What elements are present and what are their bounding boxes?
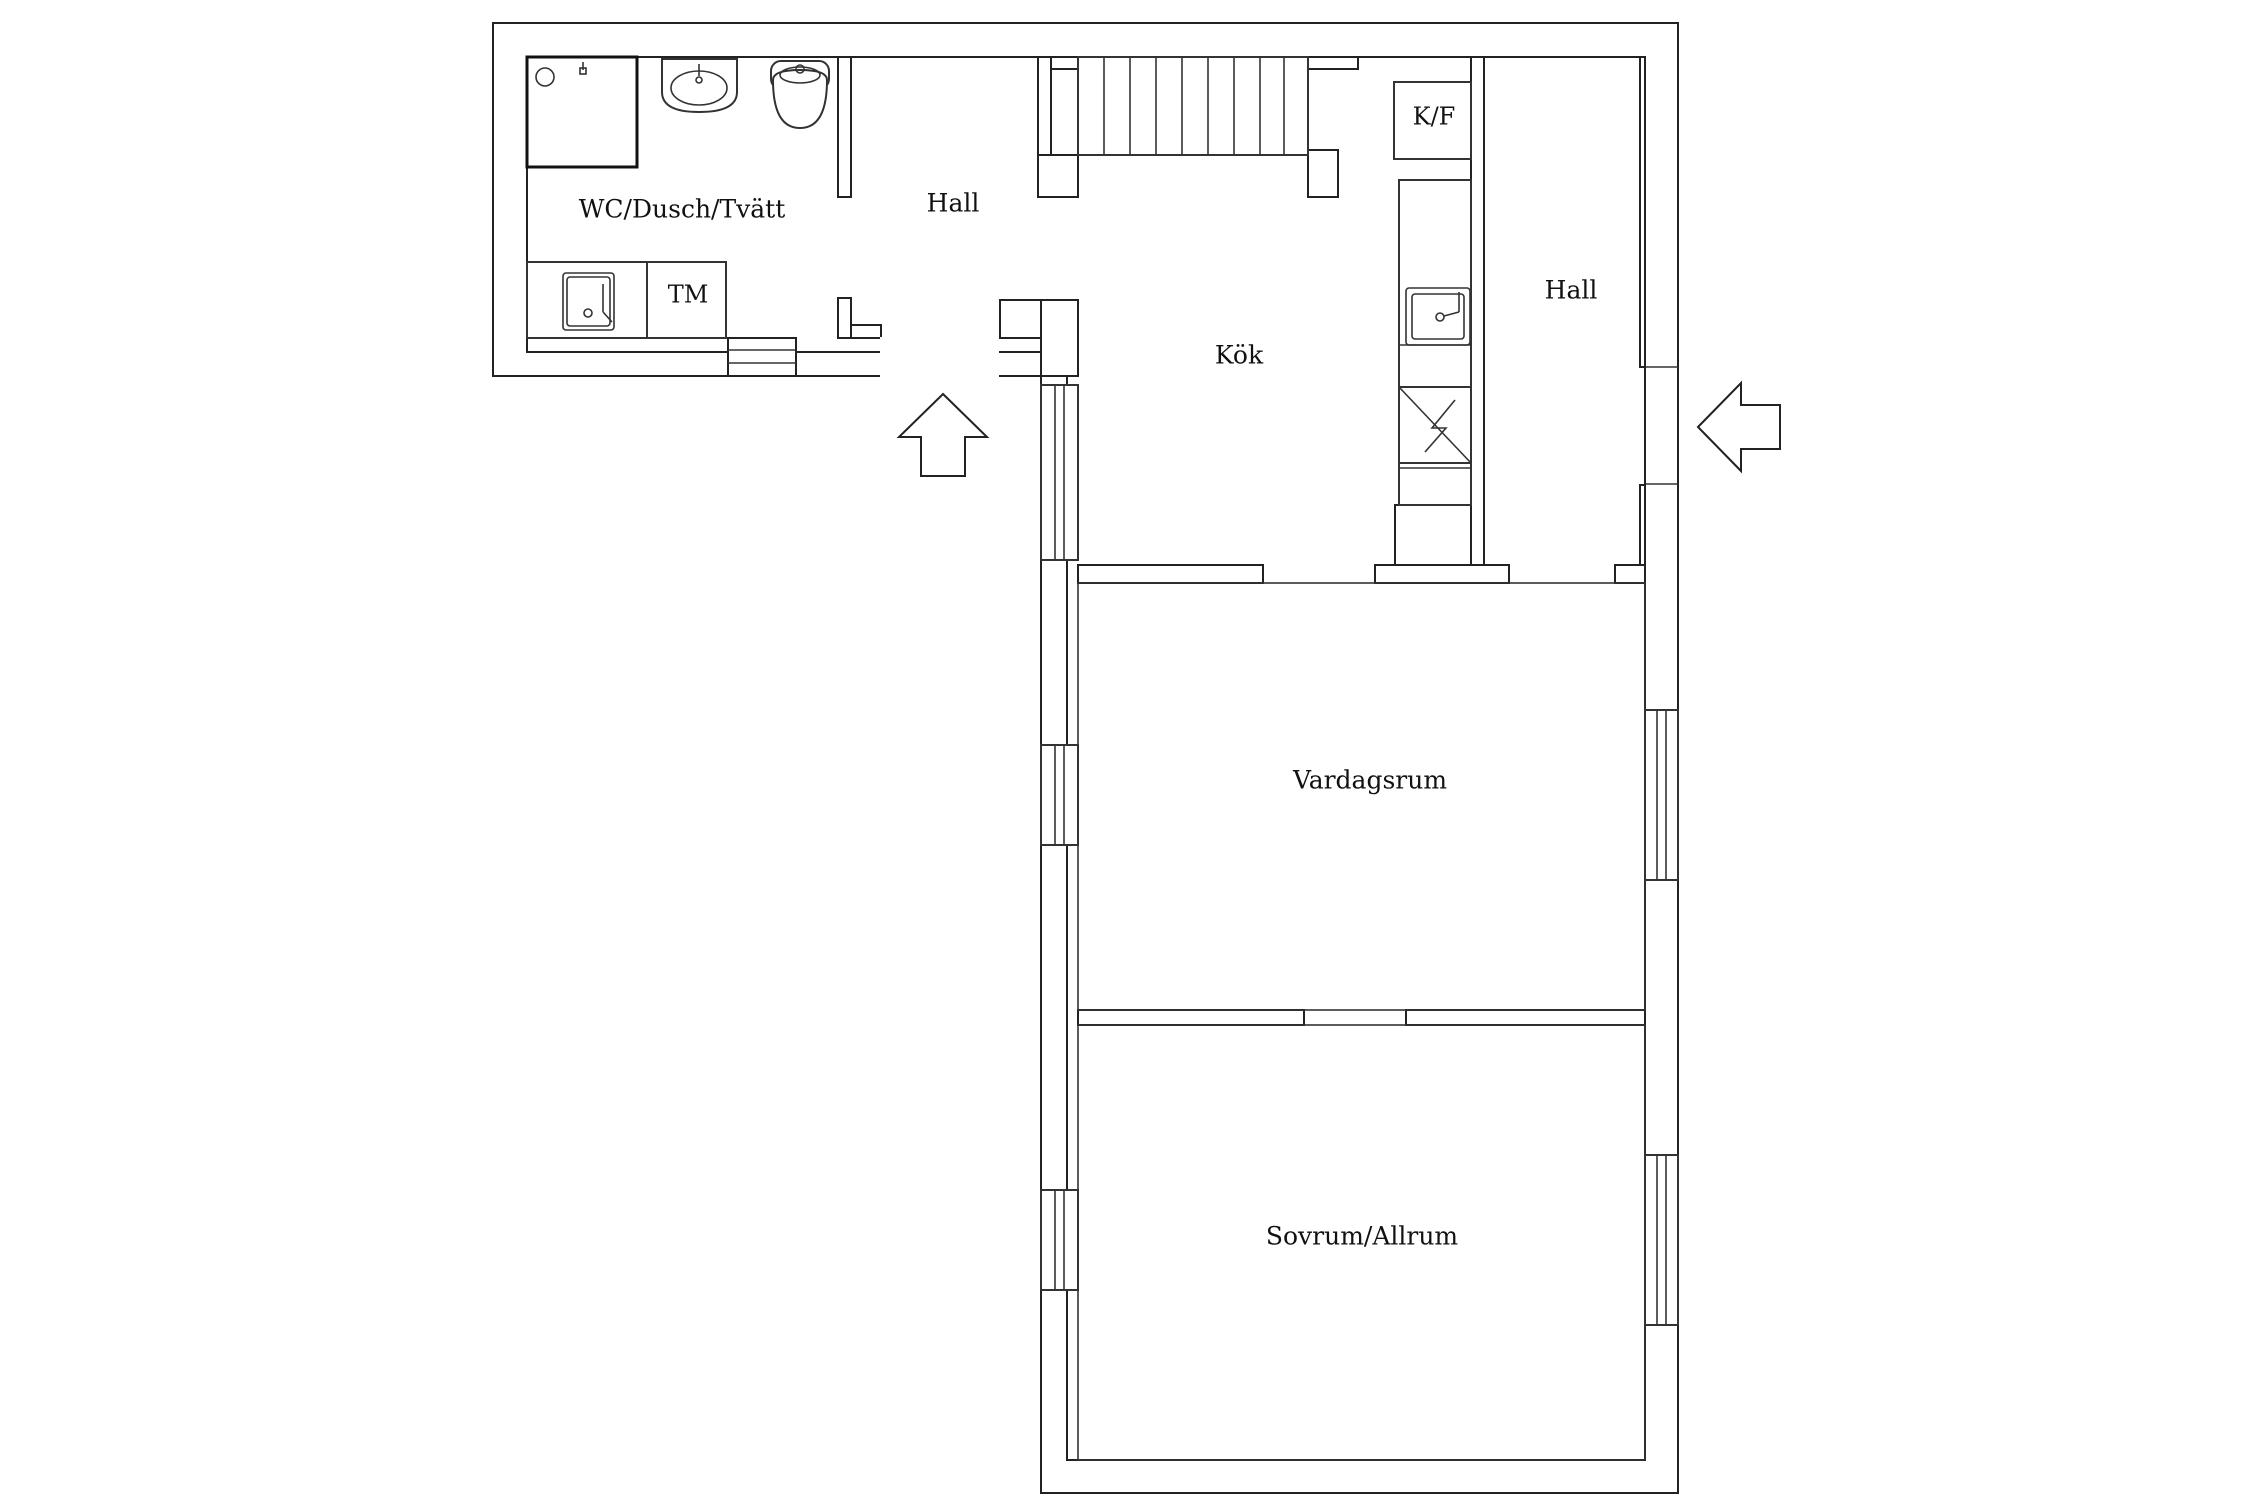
window-left-kitchen [1040, 384, 1079, 561]
door-openings [880, 337, 1678, 485]
kitchen-sink-icon [1405, 287, 1471, 346]
outer-wall [492, 22, 1679, 1494]
room-label-hall-right: Hall [1545, 276, 1598, 305]
room-label-sovrum: Sovrum/Allrum [1266, 1222, 1459, 1251]
entrance-arrow-up-icon [896, 392, 990, 477]
kf-box [1393, 81, 1472, 160]
shower-icon [525, 55, 639, 169]
window-right-bedroom [1644, 1154, 1679, 1326]
room-label-hall-upper: Hall [927, 189, 980, 218]
stove-icon [1398, 386, 1472, 464]
window-left-living [1040, 744, 1079, 846]
room-label-tm: TM [668, 281, 709, 309]
window-right-living [1644, 709, 1679, 881]
room-label-vardagsrum: Vardagsrum [1292, 766, 1447, 795]
room-label-wc: WC/Dusch/Tvätt [579, 195, 786, 224]
room-label-kok: Kök [1215, 341, 1264, 370]
toilet-icon [770, 60, 830, 130]
room-label-kf: K/F [1413, 103, 1456, 131]
washbasin-icon [661, 58, 738, 114]
entrance-arrow-left-icon [1696, 380, 1781, 474]
windows [1040, 384, 1679, 1326]
window-left-bedroom [1040, 1189, 1079, 1291]
interior-walls [727, 56, 1646, 1461]
utility-sink-icon [526, 261, 648, 339]
tm-box [646, 261, 727, 339]
stairs-icon [1077, 56, 1309, 156]
